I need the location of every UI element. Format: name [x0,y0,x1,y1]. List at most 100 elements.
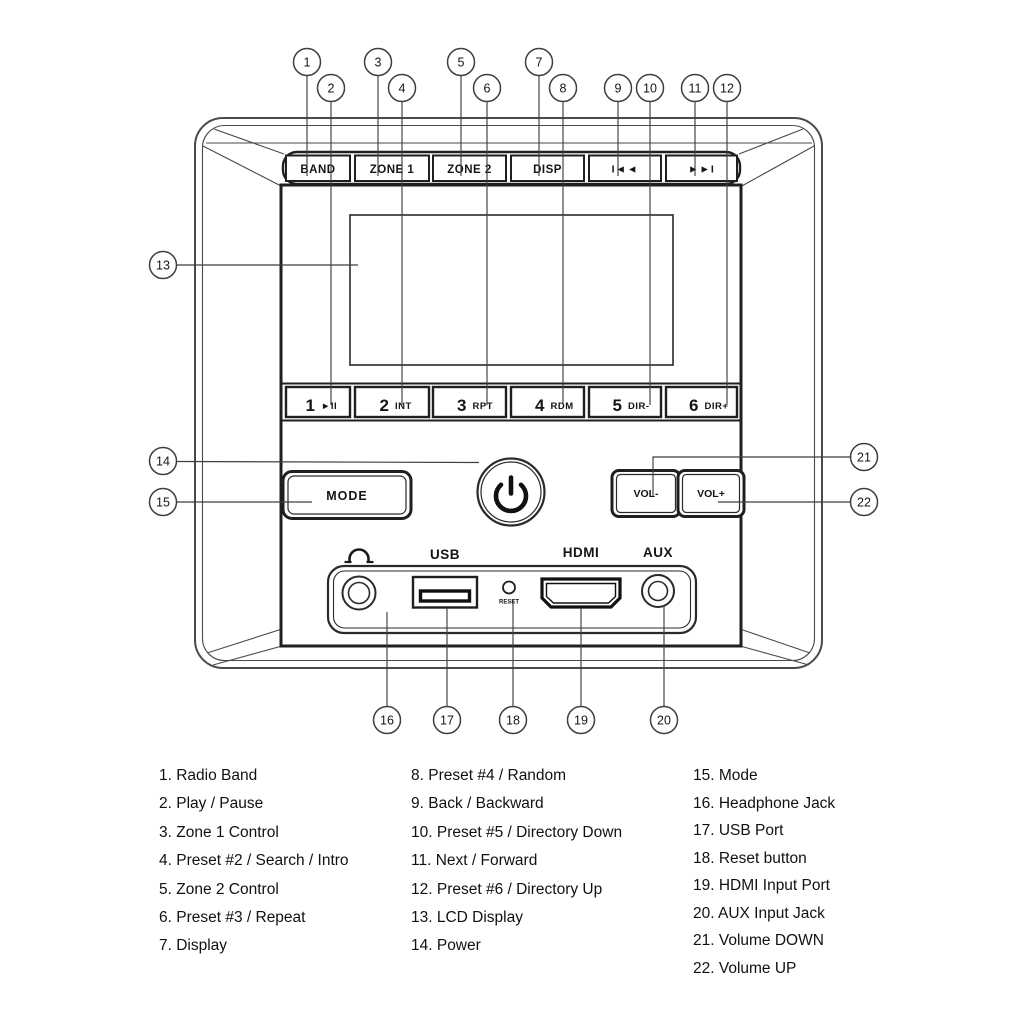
preset-2-sub-label: INT [395,401,412,412]
legend-column-1: 1. Radio Band 2. Play / Pause 3. Zone 1 … [159,762,349,961]
callout-20 [649,705,679,735]
svg-text:21: 21 [857,451,871,465]
legend-item: 5. Zone 2 Control [159,880,279,898]
skip-back-button [588,154,662,182]
legend-item: 17. USB Port [693,822,784,839]
legend-item: 4. Preset #2 / Search / Intro [159,852,349,870]
legend-item: 14. Power [411,937,481,955]
aux-jack-hole [647,580,669,602]
callout-11 [680,73,710,103]
vol-up-button-inner [681,473,741,514]
preset-6-number: 6 [689,396,698,415]
play-pause-icon: ►II [321,401,337,412]
chassis-inner-frame [201,124,816,662]
legend-item: 12. Preset #6 / Directory Up [411,880,603,898]
preset-6-sub-label: DIR+ [705,401,729,412]
legend-item: 10. Preset #5 / Directory Down [411,823,623,841]
zone2-button [432,154,507,182]
headphone-icon [344,548,374,564]
preset-6-dir-up-button [664,385,739,419]
mode-button [281,470,413,520]
svg-text:5: 5 [458,56,465,70]
callout-22 [849,487,879,517]
callout-circles [148,47,879,735]
svg-text:4: 4 [399,82,406,96]
vol-up-button [676,469,746,518]
zone1-button [354,154,430,182]
vol-down-button-inner [615,473,677,514]
power-button-inner-ring [480,461,542,523]
legend-item: 19. HDMI Input Port [693,877,830,894]
skip-forward-button [665,154,738,182]
callout-13 [148,250,178,280]
usb-port-tongue [418,589,472,603]
svg-text:18: 18 [506,714,520,728]
callout-16 [372,705,402,735]
callout-numbers: 1 2 3 4 5 6 7 8 9 10 11 12 13 14 15 16 1… [156,56,871,728]
svg-text:3: 3 [375,56,382,70]
usb-label: USB [430,547,460,562]
preset-3-sub-label: RPT [473,401,494,412]
svg-text:17: 17 [440,714,454,728]
band-button [285,154,351,182]
callout-4 [387,73,417,103]
preset-5-number: 5 [613,396,622,415]
legend-item: 15. Mode [693,767,758,784]
power-icon [493,475,529,514]
callout-12 [712,73,742,103]
preset-3-number: 3 [457,396,466,415]
skip-back-icon: I◄◄ [612,164,639,176]
legend-item: 22. Volume UP [693,959,797,977]
svg-text:19: 19 [574,714,588,728]
vol-down-button-label: VOL- [633,488,659,500]
legend-item: 1. Radio Band [159,767,258,784]
connector-recess-panel-inner [332,570,692,629]
svg-text:22: 22 [857,496,871,510]
legend-column-3: 15. Mode 16. Headphone Jack 17. USB Port… [693,762,835,982]
preset-2-int-button [353,385,431,419]
zone2-button-label: ZONE 2 [447,164,492,176]
preset-1-number: 1 [306,396,315,415]
callout-7 [524,47,554,77]
stereo-unit-diagram: BAND ZONE 1 ZONE 2 DISP I◄◄ ►►I 1 ►II 2 … [148,47,879,735]
svg-text:7: 7 [536,56,543,70]
preset-1-play-pause-button [284,385,352,419]
svg-text:16: 16 [380,714,394,728]
callout-6 [472,73,502,103]
svg-text:15: 15 [156,496,170,510]
disp-button [510,154,585,182]
legend-column-2: 8. Preset #4 / Random 9. Back / Backward… [411,762,622,961]
preset-5-dir-down-button [587,385,663,419]
legend-item: 2. Play / Pause [159,795,264,813]
callout-14 [148,446,178,476]
legend-item: 11. Next / Forward [411,852,538,870]
chassis-outer-frame [194,117,823,669]
svg-text:2: 2 [328,82,335,96]
callout-3 [363,47,393,77]
callout-8 [548,73,578,103]
band-button-label: BAND [300,164,335,176]
callout-15 [148,487,178,517]
skip-forward-icon: ►►I [688,164,715,176]
vol-up-button-label: VOL+ [697,488,725,500]
callout-10 [635,73,665,103]
preset-2-number: 2 [380,396,389,415]
legend-item: 18. Reset button [693,849,807,867]
callout-18 [498,705,528,735]
svg-text:10: 10 [643,82,657,96]
mode-button-inner [287,475,407,515]
svg-text:1: 1 [304,56,311,70]
callout-leader-lines [176,75,851,707]
corner-bevel-lines [202,128,815,666]
svg-text:20: 20 [657,714,671,728]
aux-label: AUX [643,545,673,560]
disp-button-label: DISP [533,164,562,176]
callout-5 [446,47,476,77]
headphone-jack-hole [347,581,371,605]
preset-4-rdm-button [509,385,586,419]
legend-item: 21. Volume DOWN [693,932,824,949]
legend-item: 16. Headphone Jack [693,794,836,812]
mode-button-label: MODE [326,489,368,503]
callout-21 [849,442,879,472]
